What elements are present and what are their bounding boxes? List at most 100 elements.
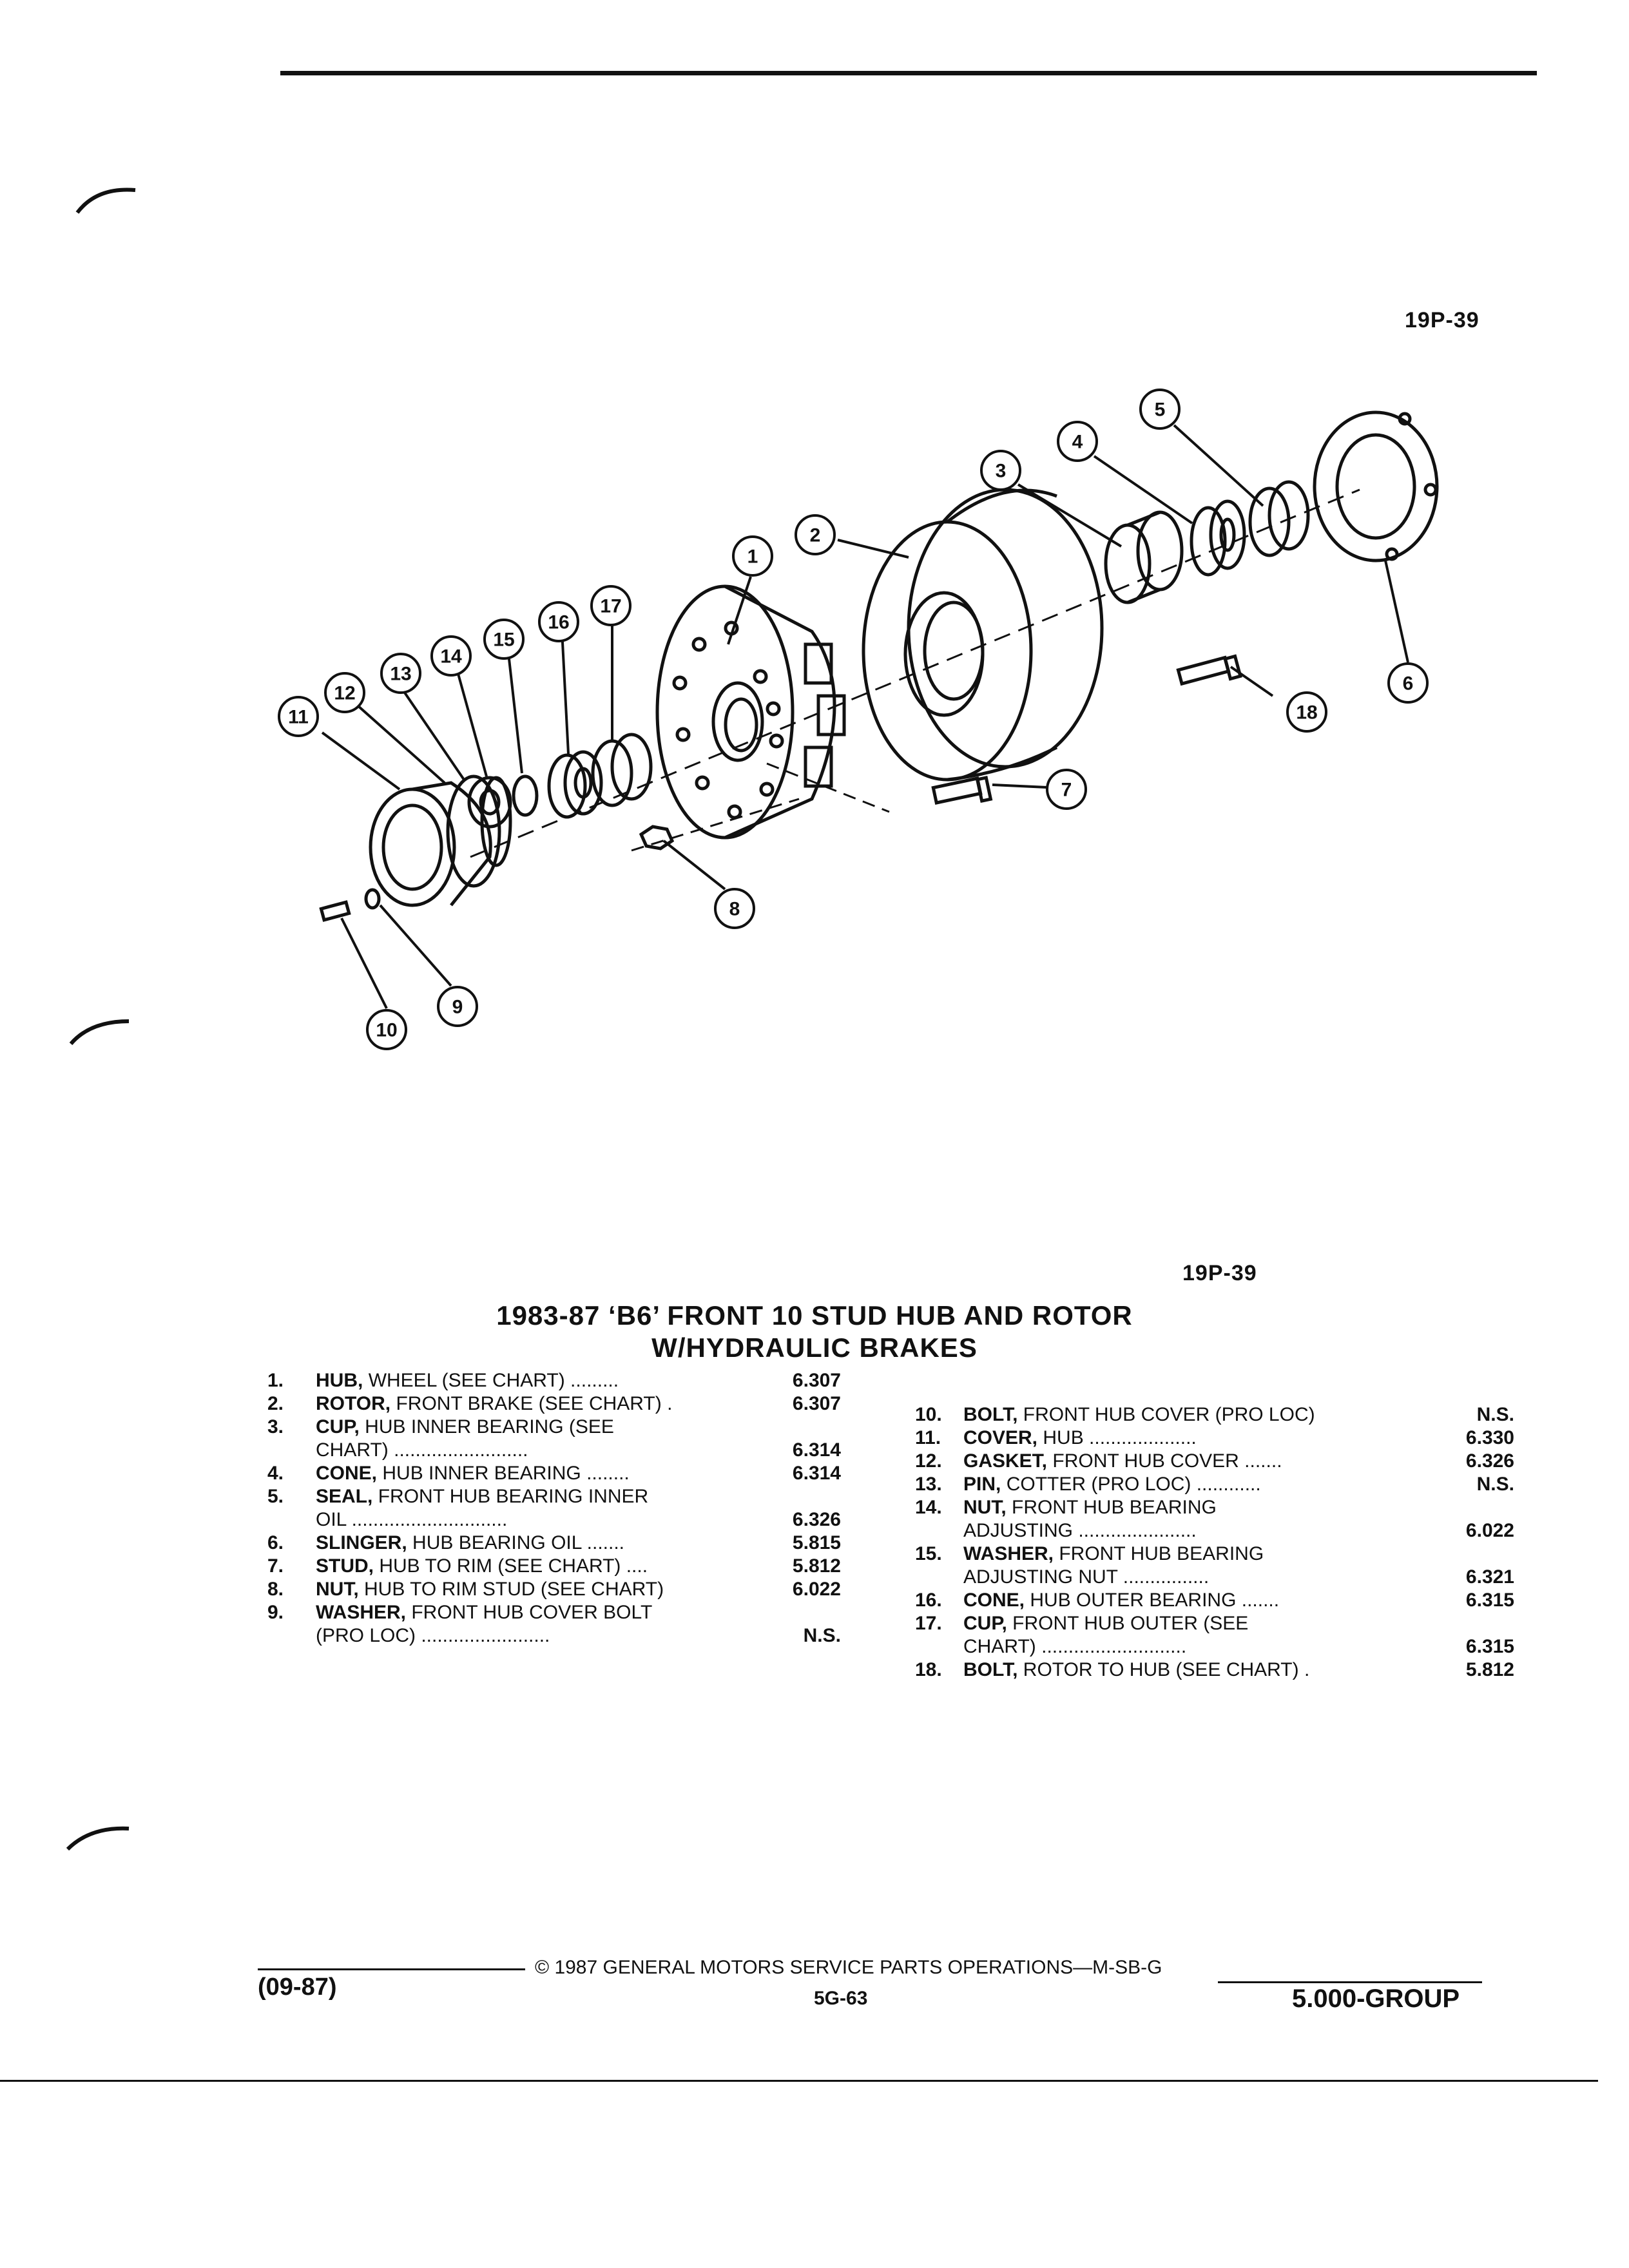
footer-rule-left <box>258 1968 525 1970</box>
part-number: 15. <box>915 1543 942 1564</box>
part-number: 1. <box>267 1370 284 1391</box>
callout-5: 5 <box>1155 399 1166 421</box>
callout-11: 11 <box>288 707 309 728</box>
part-group-code: 6.022 <box>792 1579 841 1600</box>
outer-cone-part <box>547 750 603 819</box>
part-number: 3. <box>267 1416 284 1437</box>
part-description: COTTER (PRO LOC) ............ <box>1006 1474 1261 1495</box>
part-number: 18. <box>915 1659 942 1680</box>
callout-9-circle <box>437 986 478 1027</box>
footer-group: 5.000-GROUP <box>1292 1984 1460 2013</box>
rotor-bolt-part <box>1176 655 1231 686</box>
callout-1-circle <box>732 535 773 577</box>
part-description: HUB TO RIM (SEE CHART) .... <box>379 1555 648 1577</box>
part-name: CUP, <box>963 1613 1007 1634</box>
part-group-code: 6.326 <box>792 1509 841 1530</box>
callout-5-circle <box>1139 389 1181 430</box>
part-description: HUB INNER BEARING (SEE <box>365 1416 614 1437</box>
part-description: HUB TO RIM STUD (SEE CHART) <box>364 1579 664 1600</box>
cover-bolt-part <box>319 900 351 922</box>
part-name: HUB, <box>316 1370 363 1391</box>
part-description: ADJUSTING NUT ................ <box>963 1566 1210 1588</box>
part-name: CONE, <box>316 1463 378 1484</box>
parts-list-right: 10.BOLT, FRONT HUB COVER (PRO LOC)N.S.11… <box>915 1403 1518 1682</box>
stud-axis <box>631 798 800 852</box>
margin-marks <box>66 187 136 1851</box>
bolt-washer-part <box>364 888 381 910</box>
part-name: NUT, <box>963 1497 1007 1518</box>
part-name: ROTOR, <box>316 1393 391 1414</box>
callout-10: 10 <box>376 1020 397 1041</box>
part-name: STUD, <box>316 1555 374 1577</box>
hub-cover-part <box>369 774 501 907</box>
part-row: 4.CONE, HUB INNER BEARING ........6.314 <box>267 1462 851 1485</box>
part-group-code: N.S. <box>1476 1404 1514 1425</box>
part-name: BOLT, <box>963 1404 1018 1425</box>
callout-1: 1 <box>747 546 758 568</box>
part-group-code: 6.314 <box>792 1463 841 1484</box>
callout-2: 2 <box>810 525 821 546</box>
callout-15-circle <box>483 619 525 660</box>
part-name: WASHER, <box>963 1543 1054 1564</box>
part-number: 7. <box>267 1555 284 1577</box>
part-group-code: N.S. <box>803 1625 841 1646</box>
part-row: 16.CONE, HUB OUTER BEARING .......6.315 <box>915 1589 1518 1612</box>
exploded-hub-diagram: 1 2 3 4 5 6 7 8 9 10 11 12 13 14 15 16 1… <box>278 389 1439 1050</box>
part-row: 12.GASKET, FRONT HUB COVER .......6.326 <box>915 1450 1518 1473</box>
callout-13-circle <box>380 653 421 694</box>
part-name: SLINGER, <box>316 1532 407 1553</box>
part-group-code: 5.812 <box>792 1555 841 1577</box>
part-description: FRONT HUB COVER BOLT <box>411 1602 653 1623</box>
part-number: 9. <box>267 1602 284 1623</box>
part-name: CONE, <box>963 1590 1025 1611</box>
part-description: ROTOR TO HUB (SEE CHART) . <box>1023 1659 1310 1680</box>
callout-13: 13 <box>390 664 411 685</box>
part-number: 14. <box>915 1497 942 1518</box>
part-group-code: 6.315 <box>1465 1590 1514 1611</box>
part-description: ADJUSTING ...................... <box>963 1520 1197 1541</box>
callout-3-circle <box>980 450 1021 491</box>
part-number: 13. <box>915 1474 942 1495</box>
callout-8-circle <box>714 888 755 929</box>
part-group-code: N.S. <box>1476 1474 1514 1495</box>
figure-title-line1: 1983-87 ‘B6’ FRONT 10 STUD HUB AND ROTOR <box>496 1300 1133 1331</box>
rim-nut-part <box>639 825 675 850</box>
callout-15: 15 <box>493 629 514 651</box>
washer-part <box>512 774 539 817</box>
part-description: (PRO LOC) ........................ <box>316 1625 550 1646</box>
margin-mark-3 <box>66 1826 130 1851</box>
rotor-part <box>862 488 1104 782</box>
part-number: 6. <box>267 1532 284 1553</box>
part-name: SEAL, <box>316 1486 373 1507</box>
part-group-code: 6.326 <box>1465 1450 1514 1472</box>
footer-copyright: © 1987 GENERAL MOTORS SERVICE PARTS OPER… <box>535 1957 1162 1978</box>
footer-date: (09-87) <box>258 1974 337 2001</box>
figure-ref-top: 19P-39 <box>1405 308 1480 332</box>
part-group-code: 6.314 <box>792 1439 841 1461</box>
callout-16: 16 <box>548 612 569 633</box>
footer-rule-right <box>1218 1981 1482 1983</box>
part-row: 18.BOLT, ROTOR TO HUB (SEE CHART) .5.812 <box>915 1658 1518 1682</box>
part-description: FRONT HUB COVER (PRO LOC) <box>1023 1404 1315 1425</box>
part-number: 5. <box>267 1486 284 1507</box>
part-description: FRONT BRAKE (SEE CHART) . <box>396 1393 673 1414</box>
callout-6: 6 <box>1403 673 1414 695</box>
callout-17: 17 <box>600 596 621 617</box>
margin-mark-2 <box>69 1019 130 1045</box>
part-number: 11. <box>915 1427 941 1448</box>
part-row: 1.HUB, WHEEL (SEE CHART) .........6.307 <box>267 1369 851 1392</box>
part-number: 12. <box>915 1450 942 1472</box>
part-row: 7. STUD, HUB TO RIM (SEE CHART) .... 5.812 <box>267 1555 851 1578</box>
callout-18: 18 <box>1296 702 1317 724</box>
part-description: FRONT HUB BEARING INNER <box>378 1486 649 1507</box>
margin-mark-1 <box>75 187 136 214</box>
part-row: 9.WASHER, FRONT HUB COVER BOLT(PRO LOC) … <box>267 1601 851 1648</box>
part-group-code: 6.321 <box>1465 1566 1514 1588</box>
callout-16-circle <box>538 601 579 642</box>
wheel-hub-part <box>655 584 846 840</box>
